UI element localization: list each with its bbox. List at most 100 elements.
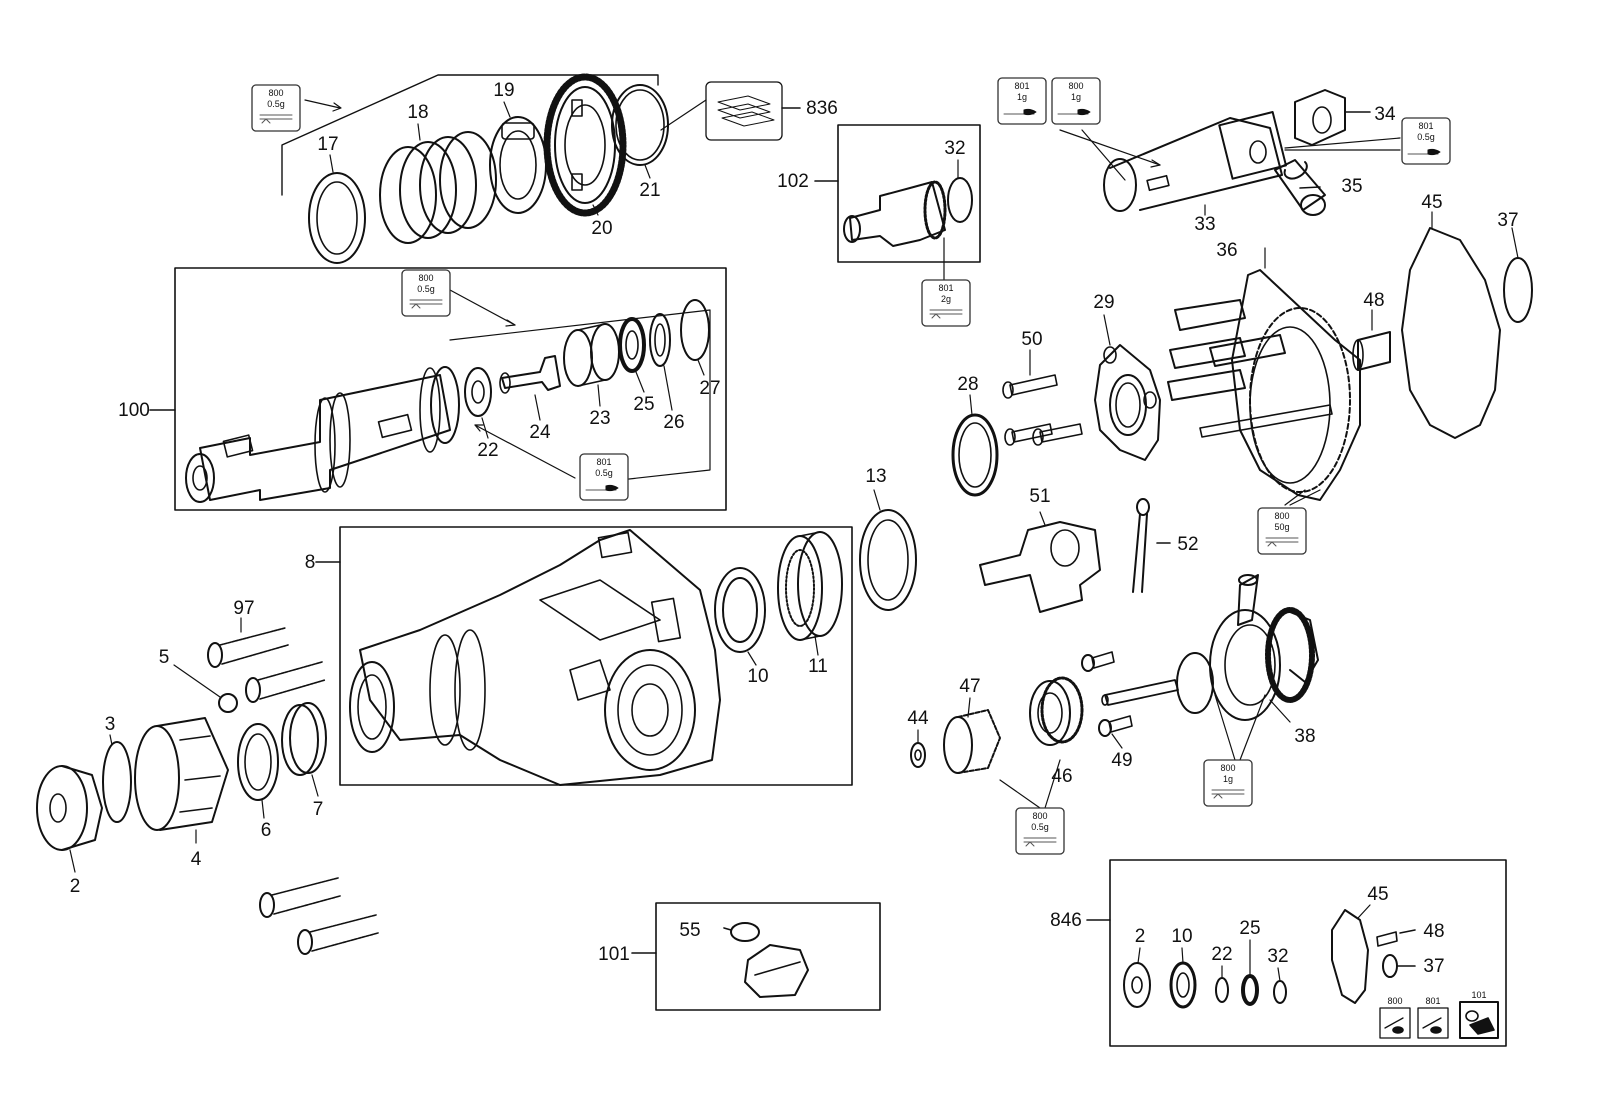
box-101 (631, 902, 881, 1011)
kit-label-32: 32 (1267, 946, 1288, 967)
label-part-20: 20 (591, 218, 612, 239)
part-5-ball (218, 693, 238, 713)
label-part-50: 50 (1021, 329, 1042, 350)
part-13-ring (859, 509, 917, 611)
part-46-gear-ring (1029, 676, 1084, 746)
part-38-crankshaft (1101, 574, 1319, 721)
part-34-bracket (1294, 89, 1346, 146)
tag-code: 800 (1274, 511, 1289, 521)
part-8-housing-body (349, 529, 721, 786)
part-spindle-tube (185, 366, 460, 503)
label-part-45: 45 (1421, 192, 1442, 213)
kit-part-32 (1273, 980, 1287, 1004)
label-part-2: 2 (70, 876, 81, 897)
label-part-5: 5 (159, 647, 170, 668)
label-part-29: 29 (1093, 292, 1114, 313)
tag-code: 800 (1068, 81, 1083, 91)
label-part-26: 26 (663, 412, 684, 433)
part-33-cylinder (1103, 111, 1287, 212)
part-7-spring (281, 702, 327, 776)
label-part-3: 3 (105, 714, 116, 735)
label-part-100: 100 (118, 400, 150, 421)
tag-code: 800 (1032, 811, 1047, 821)
kit-part-45 (1331, 909, 1369, 1004)
label-part-32: 32 (944, 138, 965, 159)
tag-amount: 2g (941, 294, 951, 304)
label-part-51: 51 (1029, 486, 1050, 507)
label-part-27: 27 (699, 378, 720, 399)
kit-part-37 (1382, 954, 1398, 978)
label-part-55: 55 (679, 920, 700, 941)
part-32-oring (947, 177, 973, 223)
label-part-4: 4 (191, 849, 202, 870)
part-27-circlip (680, 299, 710, 361)
part-2-cap (36, 765, 103, 851)
part-4-sleeve (134, 717, 229, 831)
tag-code: 800 (1220, 763, 1235, 773)
kit-label-22: 22 (1211, 944, 1232, 965)
label-part-6: 6 (261, 820, 272, 841)
tag-code: 801 (596, 457, 611, 467)
kit-part-25 (1241, 974, 1259, 1006)
tag-amount: 50g (1274, 522, 1289, 532)
leader-lines (69, 101, 1371, 982)
part-50-bolts (1002, 374, 1083, 446)
kit-label-801: 801 (1425, 996, 1440, 1006)
box-846-kit (1086, 859, 1507, 1047)
tag-code: 800 (268, 88, 283, 98)
label-part-47: 47 (959, 676, 980, 697)
label-part-101: 101 (598, 944, 630, 965)
part-36-crankcase (1167, 247, 1361, 506)
kit-label-25: 25 (1239, 918, 1260, 939)
part-52-spring-wire (1132, 498, 1150, 593)
label-part-46: 46 (1051, 766, 1072, 787)
label-part-21: 21 (639, 180, 660, 201)
part-18-spring (379, 131, 497, 244)
part-3-ring (102, 741, 132, 823)
label-part-10: 10 (747, 666, 768, 687)
part-35-pin (1274, 159, 1326, 211)
label-part-34: 34 (1374, 104, 1396, 125)
part-51-clip (979, 521, 1101, 613)
part-6-washer (237, 723, 279, 801)
tag-code: 801 (1014, 81, 1029, 91)
kit-grease-801-icon (1417, 1007, 1449, 1039)
tag-amount: 0.5g (595, 468, 613, 478)
tag-amount: 0.5g (1417, 132, 1435, 142)
kit-label-37: 37 (1423, 956, 1444, 977)
part-48-pin (1352, 331, 1391, 371)
label-part-33: 33 (1194, 214, 1215, 235)
tag-amount: 1g (1017, 92, 1027, 102)
label-part-48: 48 (1363, 290, 1384, 311)
label-part-836: 836 (806, 98, 838, 119)
label-part-23: 23 (589, 408, 610, 429)
part-23-sleeve (563, 323, 620, 387)
kit-part-48 (1376, 931, 1398, 947)
part-836-kit (705, 81, 783, 141)
part-37-oring (1503, 257, 1533, 323)
kit-label-800: 800 (1387, 996, 1402, 1006)
label-part-17: 17 (317, 134, 338, 155)
tag-code: 801 (938, 283, 953, 293)
tag-amount: 0.5g (417, 284, 435, 294)
label-part-8: 8 (305, 552, 316, 573)
part-97-screws (207, 627, 379, 955)
tag-amount: 0.5g (267, 99, 285, 109)
crank-group (1059, 89, 1401, 216)
part-49-screws (1081, 651, 1133, 737)
part-25-oring (618, 317, 646, 373)
gear-group (281, 73, 801, 264)
label-part-7: 7 (313, 799, 324, 820)
label-part-97: 97 (233, 598, 254, 619)
label-part-49: 49 (1111, 750, 1132, 771)
part-45-gasket (1401, 227, 1501, 439)
kit-part-10 (1169, 961, 1197, 1009)
kit-label-101: 101 (1471, 990, 1486, 1000)
kit-part-2 (1123, 962, 1151, 1008)
label-part-19: 19 (493, 80, 514, 101)
part-19-clutch (489, 116, 547, 214)
label-part-25: 25 (633, 394, 654, 415)
label-part-24: 24 (529, 422, 551, 443)
label-part-102: 102 (777, 171, 809, 192)
